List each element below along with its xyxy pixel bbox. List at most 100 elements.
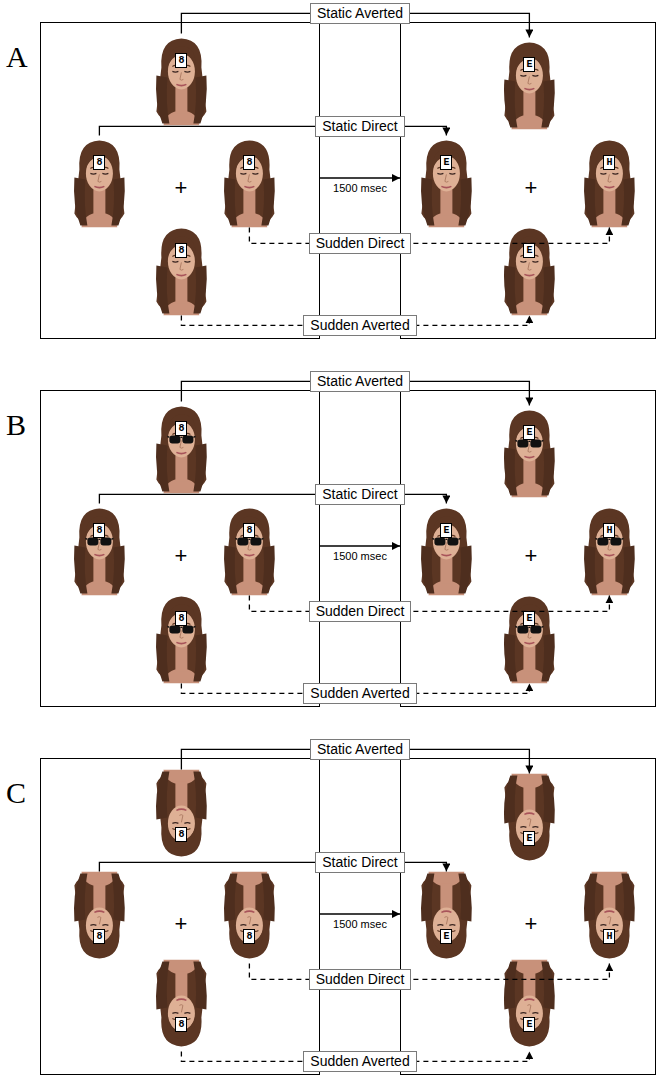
face-stimulus: E — [497, 591, 561, 683]
stimulus-letter: E — [523, 243, 535, 258]
condition-label: Static Direct — [315, 116, 404, 137]
stimulus-letter: E — [523, 1017, 535, 1032]
stimulus-letter: E — [523, 425, 535, 440]
condition-label: Sudden Direct — [309, 601, 412, 622]
face-stimulus: E — [497, 773, 561, 865]
timing-label: 1500 msec — [331, 918, 389, 931]
fixation-cross: + — [525, 545, 538, 567]
face-stimulus: 8 — [217, 135, 281, 227]
stimulus-letter: 8 — [175, 611, 187, 626]
face-picture — [504, 228, 555, 315]
stimulus-letter: 8 — [175, 827, 187, 842]
stimulus-letter: 8 — [243, 523, 255, 538]
stimulus-letter: 8 — [93, 523, 105, 538]
panel-letter: C — [6, 778, 26, 808]
condition-label: Sudden Direct — [309, 969, 412, 990]
face-picture — [421, 508, 472, 595]
face-picture — [156, 959, 207, 1046]
face-stimulus: E — [414, 871, 478, 963]
fixation-cross: + — [175, 913, 188, 935]
condition-label: Static Averted — [310, 371, 410, 392]
stimulus-letter: 8 — [175, 1017, 187, 1032]
dashed-transition-arrow — [249, 227, 609, 243]
stimulus-letter: 8 — [93, 155, 105, 170]
dashed-transition-arrow — [249, 963, 609, 979]
stimulus-letter: E — [523, 57, 535, 72]
stimulus-letter: H — [603, 155, 615, 170]
face-stimulus: E — [414, 135, 478, 227]
face-stimulus: 8 — [67, 135, 131, 227]
timing-label: 1500 msec — [331, 182, 389, 195]
transition-arrow — [320, 177, 400, 178]
face-picture — [156, 596, 207, 683]
display-frame: +EEHE — [400, 22, 656, 339]
face-stimulus: 8 — [149, 591, 213, 683]
stimulus-letter: H — [603, 523, 615, 538]
condition-label: Static Averted — [310, 739, 410, 760]
face-stimulus: 8 — [149, 401, 213, 493]
face-stimulus: E — [497, 223, 561, 315]
stimulus-letter: 8 — [243, 929, 255, 944]
face-group — [74, 38, 635, 1046]
stimulus-letter: H — [603, 929, 615, 944]
display-frame: + E E H E — [400, 758, 656, 1075]
face-picture — [74, 140, 125, 227]
display-frame: +8 8 8 8 — [40, 22, 320, 339]
face-picture — [584, 140, 635, 227]
face-picture — [74, 508, 125, 595]
stimulus-letter: 8 — [243, 155, 255, 170]
face-picture — [224, 508, 275, 595]
face-stimulus: 8 — [149, 33, 213, 125]
face-picture — [504, 42, 555, 129]
face-picture — [504, 959, 555, 1046]
face-stimulus: E — [414, 503, 478, 595]
face-picture — [421, 140, 472, 227]
stimulus-letter: E — [440, 155, 452, 170]
fixation-cross: + — [175, 545, 188, 567]
face-stimulus: E — [497, 959, 561, 1051]
condition-label: Static Direct — [315, 852, 404, 873]
stimulus-letter: 8 — [175, 243, 187, 258]
face-picture — [224, 140, 275, 227]
face-picture — [421, 871, 472, 958]
dashed-transition-arrow — [249, 595, 609, 611]
stimulus-letter: E — [440, 929, 452, 944]
face-stimulus: H — [577, 135, 641, 227]
face-stimulus: 8 — [67, 871, 131, 963]
face-stimulus: 8 — [217, 503, 281, 595]
transition-arrow — [320, 545, 400, 546]
fixation-cross: + — [175, 177, 188, 199]
condition-label: Sudden Direct — [309, 233, 412, 254]
transition-arrow — [320, 913, 400, 914]
face-stimulus: H — [577, 871, 641, 963]
stimulus-letter: E — [523, 611, 535, 626]
condition-label: Sudden Averted — [303, 1051, 416, 1072]
stimulus-letter: E — [523, 831, 535, 846]
display-frame: +8 8 8 8 — [40, 390, 320, 707]
stimulus-letter: 8 — [93, 929, 105, 944]
face-picture — [504, 410, 555, 497]
face-picture — [504, 596, 555, 683]
face-stimulus: E — [497, 37, 561, 129]
stimulus-letter: 8 — [175, 421, 187, 436]
timing-label: 1500 msec — [331, 550, 389, 563]
face-picture — [584, 871, 635, 958]
panel-letter: B — [6, 410, 26, 440]
face-stimulus: 8 — [149, 223, 213, 315]
face-picture — [156, 38, 207, 125]
face-stimulus: H — [577, 503, 641, 595]
condition-label: Static Averted — [310, 3, 410, 24]
face-stimulus: 8 — [217, 871, 281, 963]
panel-letter: A — [6, 42, 28, 72]
condition-label: Static Direct — [315, 484, 404, 505]
fixation-cross: + — [525, 913, 538, 935]
stimulus-letter: 8 — [175, 53, 187, 68]
display-frame: +8 8 8 8 — [40, 758, 320, 1075]
face-stimulus: E — [497, 405, 561, 497]
condition-label: Sudden Averted — [303, 315, 416, 336]
stimulus-letter: E — [440, 523, 452, 538]
condition-label: Sudden Averted — [303, 683, 416, 704]
face-stimulus: 8 — [67, 503, 131, 595]
face-picture — [156, 769, 207, 856]
